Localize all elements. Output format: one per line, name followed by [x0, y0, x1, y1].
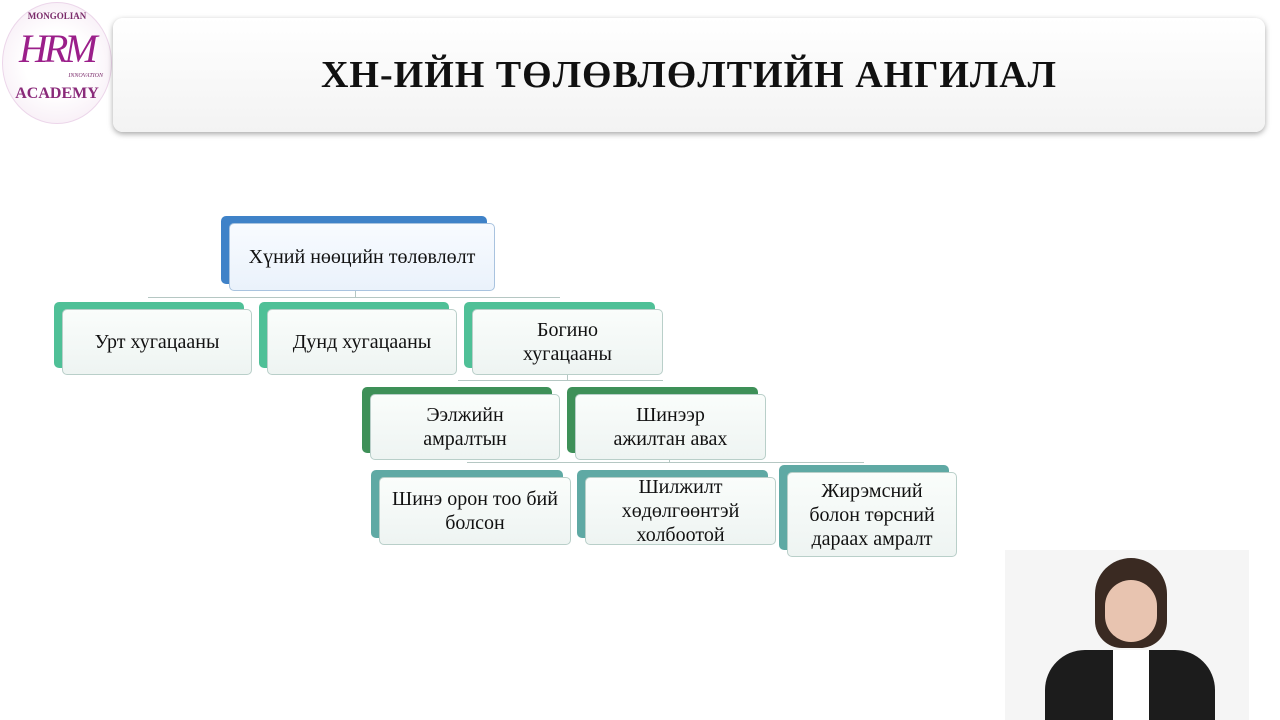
- connector: [467, 462, 864, 463]
- connector: [148, 297, 560, 298]
- node-label: Шинээр ажилтан авах: [575, 394, 766, 460]
- connector: [458, 380, 663, 381]
- node-level3: Шинэ орон тоо бий болсон: [371, 470, 571, 545]
- node-label: Ээлжийн амралтын: [370, 394, 560, 460]
- connector: [669, 459, 670, 463]
- title-bar: ХН-ИЙН ТӨЛӨВЛӨЛТИЙН АНГИЛАЛ: [113, 18, 1265, 132]
- logo-text-sub: INNOVATION: [68, 73, 103, 79]
- node-label: Жирэмсний болон төрсний дараах амралт: [787, 472, 957, 557]
- presenter-video: [1005, 550, 1249, 720]
- node-label: Шинэ орон тоо бий болсон: [379, 477, 571, 545]
- logo-text-top: MONGOLIAN: [27, 11, 87, 21]
- node-label: Богино хугацааны: [472, 309, 663, 375]
- logo-mark: HRM: [19, 26, 98, 71]
- presenter-shirt: [1113, 650, 1149, 720]
- slide-title: ХН-ИЙН ТӨЛӨВЛӨЛТИЙН АНГИЛАЛ: [320, 54, 1057, 96]
- node-label: Шилжилт хөдөлгөөнтэй холбоотой: [585, 476, 776, 546]
- node-label: Урт хугацааны: [62, 309, 252, 375]
- node-level3: Жирэмсний болон төрсний дараах амралт: [779, 465, 957, 557]
- node-level1: Богино хугацааны: [464, 302, 663, 375]
- node-level1: Урт хугацааны: [54, 302, 252, 375]
- academy-logo: MONGOLIAN HRM INNOVATION ACADEMY: [2, 2, 112, 124]
- node-level2: Ээлжийн амралтын: [362, 387, 560, 460]
- connector: [355, 290, 356, 298]
- connector: [567, 374, 568, 381]
- logo-text-bottom: ACADEMY: [15, 85, 99, 102]
- node-root: Хүний нөөцийн төлөвлөлт: [221, 216, 495, 291]
- node-label: Дунд хугацааны: [267, 309, 457, 375]
- node-label: Хүний нөөцийн төлөвлөлт: [229, 223, 495, 291]
- node-level3: Шилжилт хөдөлгөөнтэй холбоотой: [577, 470, 776, 546]
- node-level1: Дунд хугацааны: [259, 302, 457, 375]
- presenter-face: [1105, 580, 1157, 642]
- node-level2: Шинээр ажилтан авах: [567, 387, 766, 460]
